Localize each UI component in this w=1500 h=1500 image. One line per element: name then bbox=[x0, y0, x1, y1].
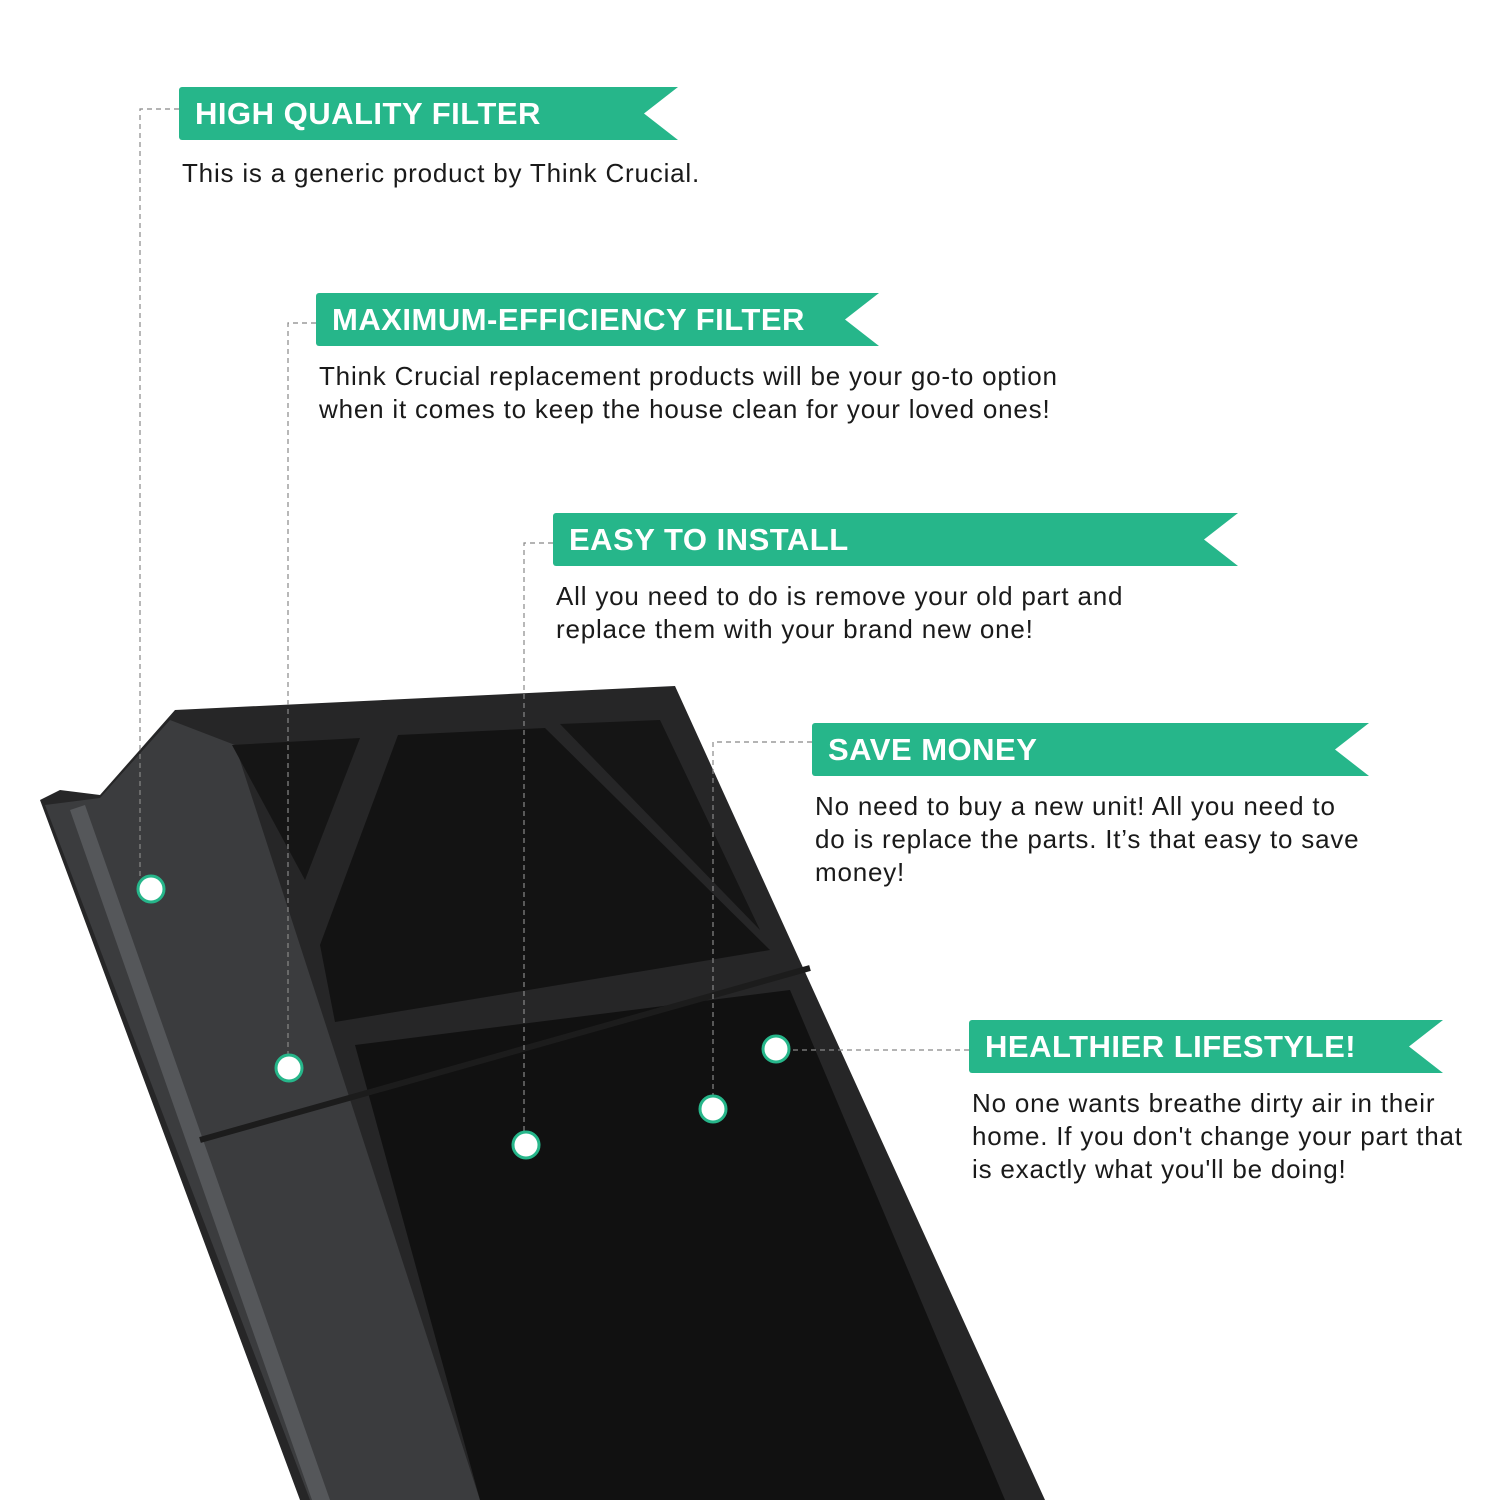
feature-text-high-quality: This is a generic product by Think Cruci… bbox=[182, 158, 701, 188]
filter-strap bbox=[199, 965, 811, 1143]
feature-title-healthier: HEALTHIER LIFESTYLE! bbox=[969, 1020, 1443, 1073]
callout-dots bbox=[136, 874, 791, 1160]
filter-media-upper bbox=[320, 728, 770, 1022]
feature-title-easy-install: EASY TO INSTALL bbox=[553, 513, 1238, 566]
feature-text-healthier: No one wants breathe dirty air in their … bbox=[972, 1088, 1463, 1184]
filter-media-upper-left bbox=[232, 738, 360, 880]
callout-dot bbox=[761, 1034, 791, 1064]
filter-media-upper-right bbox=[560, 720, 760, 930]
leader-lines bbox=[139, 108, 969, 1132]
feature-title-max-efficiency: MAXIMUM-EFFICIENCY FILTER bbox=[316, 293, 879, 346]
filter-rim-highlight bbox=[70, 805, 330, 1500]
feature-title-save-money: SAVE MONEY bbox=[812, 723, 1369, 776]
callout-dot bbox=[511, 1130, 541, 1160]
callout-dot bbox=[136, 874, 166, 904]
callout-dot bbox=[698, 1094, 728, 1124]
feature-text-save-money: No need to buy a new unit! All you need … bbox=[815, 791, 1360, 887]
filter-media-lower bbox=[355, 990, 1005, 1500]
feature-text-easy-install: All you need to do is remove your old pa… bbox=[556, 581, 1124, 644]
feature-text-max-efficiency: Think Crucial replacement products will … bbox=[319, 361, 1058, 424]
filter-side-panel bbox=[45, 720, 480, 1500]
feature-title-high-quality: HIGH QUALITY FILTER bbox=[179, 87, 678, 140]
callout-dot bbox=[274, 1053, 304, 1083]
